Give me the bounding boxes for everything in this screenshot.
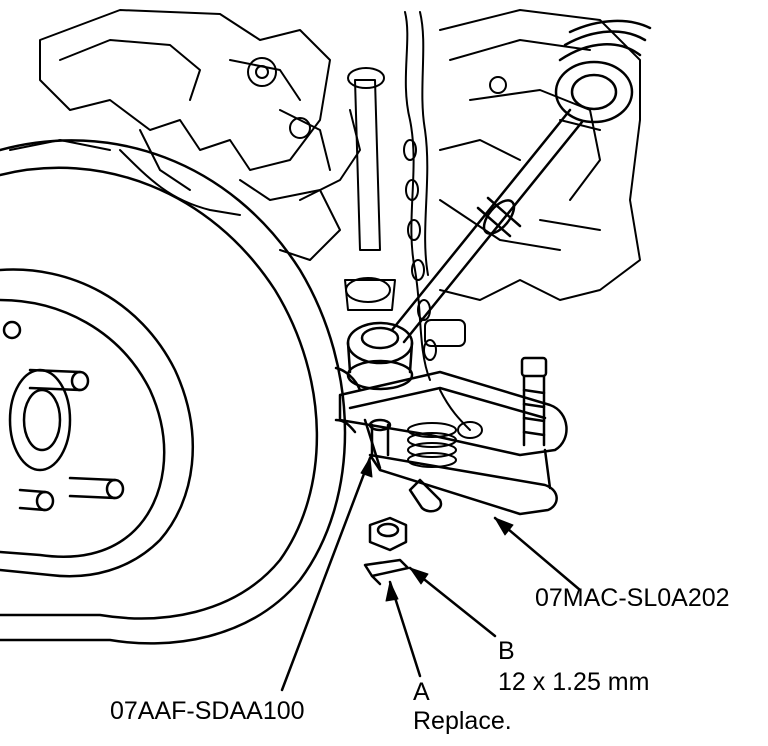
arrowhead-part-b: [409, 567, 429, 585]
tool-number-upper: 07MAC-SL0A202: [535, 584, 730, 612]
pressure-bolt: [520, 356, 548, 447]
part-b-letter: B: [498, 637, 515, 665]
leader-lines: [280, 456, 582, 692]
arrowhead-tool-lower: [360, 457, 373, 478]
knuckle-outline: [9, 9, 361, 261]
wheel-stud: [18, 488, 55, 512]
leader-arrowheads: [360, 457, 514, 602]
part-a-letter: A: [413, 678, 430, 706]
subframe-outline: [424, 9, 641, 347]
leader-tool-lower: [280, 456, 372, 692]
stabilizer-link: [344, 67, 396, 311]
wheel-stud: [28, 368, 90, 392]
wheel-stud: [68, 476, 125, 500]
tool-spring: [407, 422, 457, 468]
part-b-size: 12 x 1.25 mm: [498, 668, 650, 696]
arrowhead-part-a: [385, 581, 399, 602]
arrowhead-tool-upper: [494, 517, 514, 536]
extension-handle: [390, 19, 652, 344]
tool-number-lower: 07AAF-SDAA100: [110, 697, 305, 725]
separator-tool: [334, 356, 568, 516]
ball-joint-boot: [346, 321, 414, 391]
part-a-note: Replace.: [413, 707, 512, 735]
brake-disc: [0, 139, 347, 645]
castle-nut: [368, 516, 408, 552]
cotter-pin: [363, 558, 410, 586]
safety-chain: [403, 11, 483, 439]
